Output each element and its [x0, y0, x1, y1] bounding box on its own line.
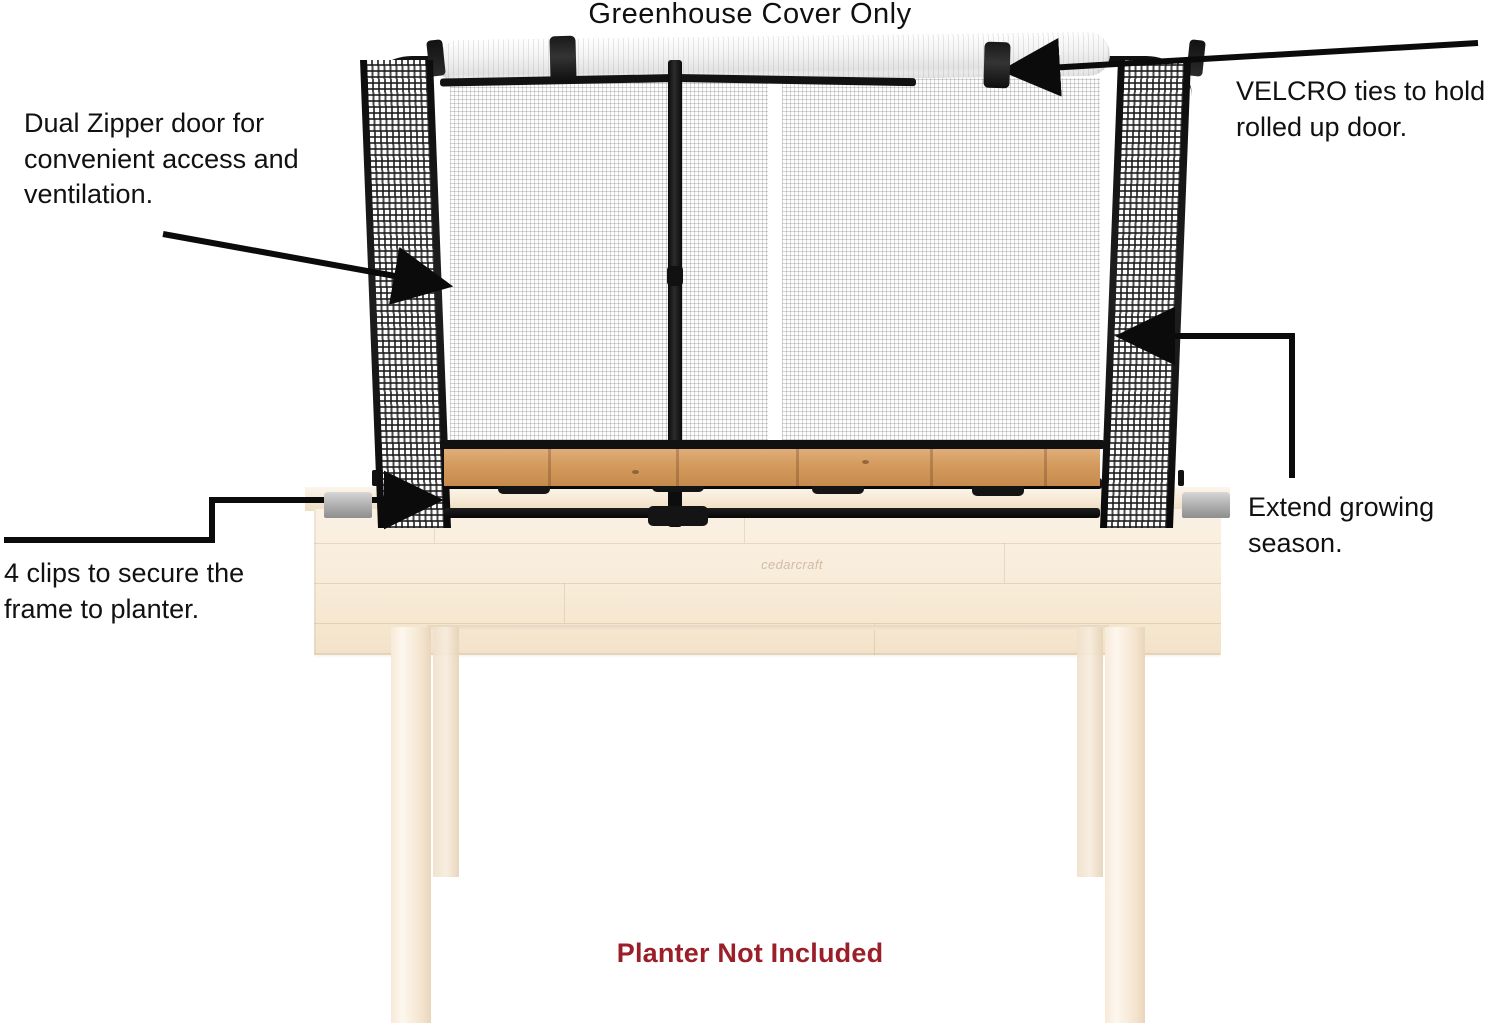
planter-top-rim	[305, 487, 1230, 511]
clip-tab-right	[1178, 470, 1184, 486]
planter-apron	[427, 625, 1109, 630]
door-panel-right	[782, 78, 1100, 488]
side-flap-right-edge-outer	[1100, 60, 1125, 528]
frame-bar-lowest	[444, 508, 1100, 518]
planter-leg-front-left	[391, 627, 431, 1023]
page-title: Greenhouse Cover Only	[588, 0, 912, 30]
callout-velcro-ties: VELCRO ties to hold rolled up door.	[1236, 76, 1486, 142]
frame-clip-right	[1182, 492, 1230, 518]
planter-underside-shadow	[315, 653, 1220, 658]
zipper-track-center	[668, 60, 682, 444]
brand-logo: cedarcraft	[761, 557, 823, 572]
clip-tab-left	[372, 470, 378, 486]
callout-four-clips: 4 clips to secure the frame to planter.	[4, 558, 245, 624]
callout-extend-season: Extend growing season.	[1248, 492, 1435, 558]
side-flap-left	[360, 60, 451, 528]
planter-leg-back-right	[1077, 627, 1103, 877]
planter-leg-front-right	[1105, 627, 1145, 1023]
raised-planter: cedarcraft	[305, 487, 1230, 1023]
planter-box-front: cedarcraft	[314, 509, 1221, 655]
frame-tee-bottom	[648, 506, 708, 526]
door-panel-left	[450, 78, 768, 488]
front-door-panels	[450, 78, 1100, 488]
callout-dual-zipper: Dual Zipper door for convenient access a…	[24, 108, 299, 210]
frame-clip-left	[324, 492, 372, 518]
side-flap-right	[1100, 60, 1191, 528]
planter-leg-back-left	[433, 627, 459, 877]
velcro-tie-right	[983, 41, 1011, 89]
velcro-tie-left	[549, 35, 577, 83]
side-flap-left-edge-outer	[360, 60, 385, 528]
zipper-pull	[667, 266, 683, 286]
greenhouse-cover	[324, 30, 1230, 535]
side-flap-right-edge-inner	[1166, 60, 1191, 528]
frame-rail-horizontal	[440, 440, 1104, 449]
planter-not-included-notice: Planter Not Included	[616, 938, 884, 968]
cedar-soil-box	[444, 448, 1100, 486]
